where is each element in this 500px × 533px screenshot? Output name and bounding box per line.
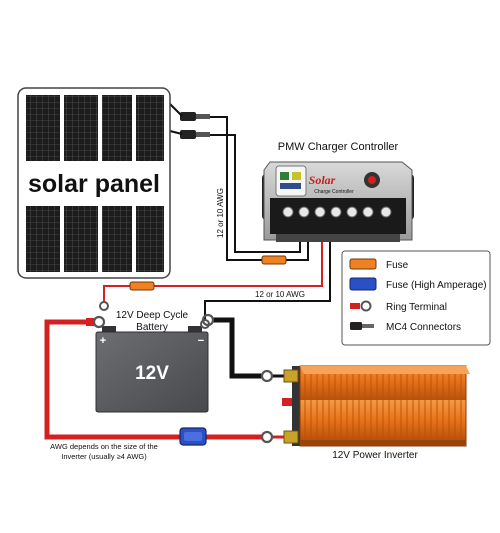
- battery-inverter-neg: [212, 317, 262, 379]
- legend-item-fuse: Fuse: [349, 258, 409, 271]
- ring-terminal-icon: [260, 369, 274, 383]
- battery-title-line2: Battery: [136, 322, 168, 333]
- high-amp-fuse-icon: [179, 427, 207, 446]
- ring-terminal-icon: [201, 313, 215, 327]
- wire-gauge-vertical: 12 or 10 AWG: [216, 188, 225, 238]
- solar-cells-top: [26, 95, 164, 161]
- wire-gauge-horizontal: 12 or 10 AWG: [255, 290, 305, 299]
- mc4-connector-icon: [350, 322, 362, 330]
- controller-subtitle: Charge Controller: [314, 189, 354, 195]
- panel-wire-pos: [210, 134, 301, 253]
- solar-panel: solar panel: [17, 87, 171, 279]
- battery-neg-terminal: −: [198, 335, 204, 347]
- controller-terminals: [282, 206, 392, 218]
- battery-inverter-pos: [44, 319, 180, 440]
- battery-pos-terminal: +: [100, 335, 106, 347]
- awg-note-line1: AWG depends on the size of the: [50, 442, 158, 451]
- legend-label-ring-terminal: Ring Terminal: [386, 302, 447, 313]
- charge-controller: PMW Charger Controller Solar Charge Cont…: [262, 141, 414, 242]
- power-inverter: 12V Power Inverter: [282, 365, 470, 461]
- panel-wire-neg: [210, 116, 282, 261]
- controller-title: PMW Charger Controller: [278, 141, 399, 153]
- awg-note-line2: Inverter (usually ≥4 AWG): [61, 452, 147, 461]
- controller-brand: Solar: [309, 173, 336, 187]
- solar-cells-bottom: [26, 206, 164, 272]
- mc4-connector-icon: [165, 99, 210, 139]
- ring-terminal-icon: [86, 315, 106, 329]
- battery-voltage: 12V: [135, 363, 169, 384]
- high-amp-fuse-icon: [349, 277, 377, 291]
- fuse-icon: [129, 281, 155, 291]
- legend-label-fuse: Fuse: [386, 260, 409, 271]
- ring-terminal-icon: [260, 430, 274, 444]
- wires: [44, 116, 331, 440]
- battery: 12V Deep Cycle Battery + − 12V: [95, 310, 209, 413]
- legend-label-high-amp-fuse: Fuse (High Amperage): [386, 280, 487, 291]
- fuse-icon: [261, 255, 287, 265]
- legend-item-ring-terminal: Ring Terminal: [350, 300, 447, 313]
- controller-battery-neg: [204, 242, 331, 320]
- legend-item-high-amp-fuse: Fuse (High Amperage): [349, 277, 487, 291]
- solar-panel-label: solar panel: [28, 170, 160, 198]
- fuse-icon: [349, 258, 377, 270]
- ring-terminal-icon: [360, 300, 372, 312]
- battery-title-line1: 12V Deep Cycle: [116, 310, 189, 321]
- inverter-label: 12V Power Inverter: [332, 450, 418, 461]
- legend: Fuse Fuse (High Amperage) Ring Terminal …: [341, 250, 491, 346]
- legend-item-mc4: MC4 Connectors: [350, 322, 461, 333]
- ring-terminal-icon: [99, 301, 109, 311]
- legend-label-mc4: MC4 Connectors: [386, 322, 461, 333]
